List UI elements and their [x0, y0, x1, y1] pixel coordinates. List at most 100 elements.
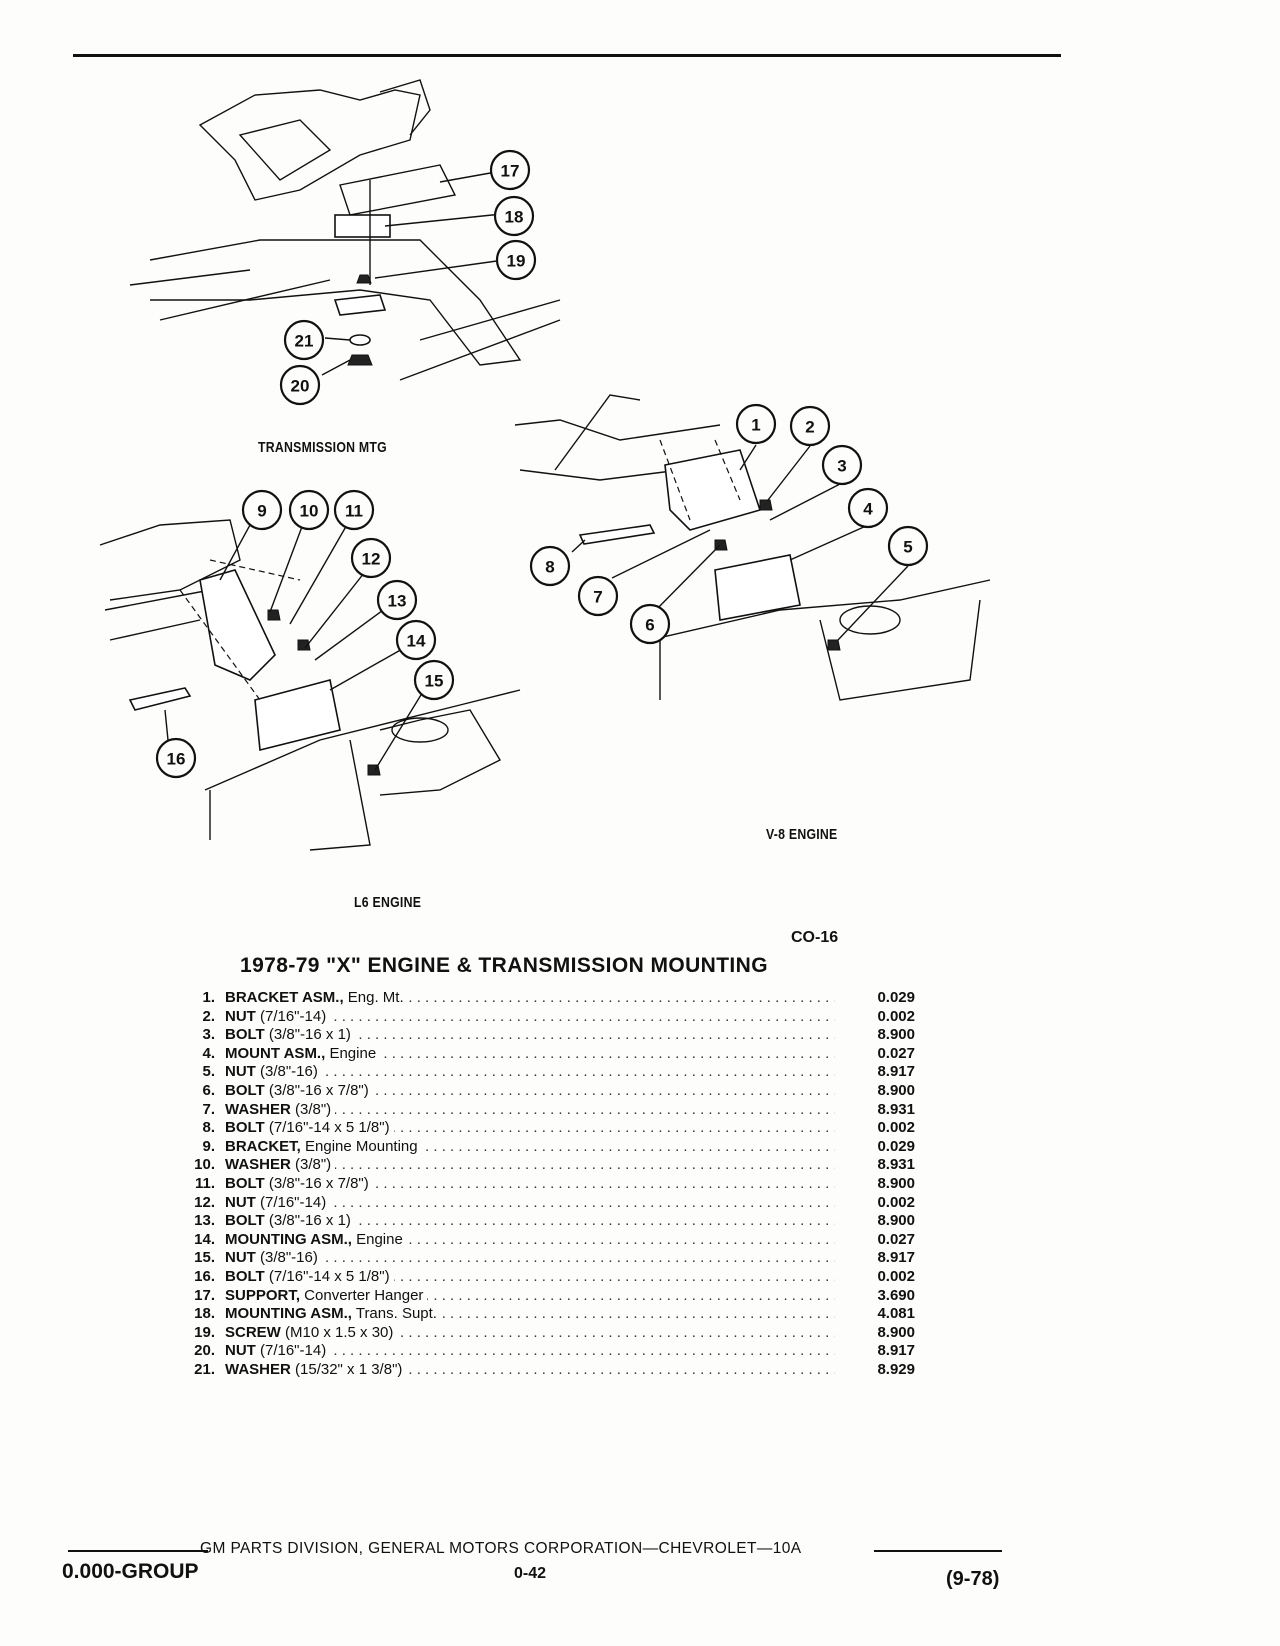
part-description: WASHER (3/8"): [225, 1100, 835, 1120]
part-value: 8.900: [877, 1026, 915, 1044]
callout-2: 2: [789, 405, 831, 447]
part-spec: (7/16"-14): [255, 1193, 327, 1211]
part-spec: (3/8"-16 x 1): [264, 1026, 351, 1044]
callout-10: 10: [288, 489, 330, 531]
part-row: 3.BOLT (3/8"-16 x 1)8.900: [175, 1026, 935, 1045]
svg-text:21: 21: [295, 332, 314, 351]
part-value: 8.900: [877, 1081, 915, 1099]
part-row: 16.BOLT (7/16"-14 x 5 1/8")0.002: [175, 1267, 935, 1287]
part-number: 15.: [194, 1249, 215, 1267]
part-spec: (3/8"-16 x 1): [264, 1212, 351, 1230]
transmission-leader-lines: [321, 171, 505, 376]
svg-text:20: 20: [291, 377, 310, 396]
part-value: 8.931: [877, 1100, 915, 1118]
part-row: 15.NUT (3/8"-16)8.917: [175, 1249, 935, 1268]
part-spec: Eng. Mt.: [343, 989, 404, 1006]
part-name: BOLT: [225, 1026, 265, 1044]
svg-text:1: 1: [751, 416, 760, 435]
svg-text:18: 18: [505, 208, 524, 227]
part-number: 2.: [202, 1007, 215, 1025]
svg-text:19: 19: [507, 252, 526, 271]
part-row: 13.BOLT (3/8"-16 x 1)8.900: [175, 1212, 935, 1231]
part-value: 0.002: [877, 1193, 915, 1211]
part-row: 12. NUT (7/16"-14) 0.002: [175, 1193, 935, 1213]
part-spec: (7/16"-14): [255, 1007, 327, 1025]
part-spec: (3/8"-16 x 7/8"): [264, 1174, 369, 1192]
part-name: BOLT: [225, 1212, 265, 1230]
part-spec: (3/8"): [290, 1156, 332, 1174]
part-spec: Engine Mounting: [300, 1137, 418, 1155]
part-spec: (3/8"): [290, 1100, 332, 1118]
callout-19: 19: [495, 239, 537, 281]
v8-leader-lines: [571, 444, 909, 641]
group-number: 0.000-GROUP: [62, 1560, 199, 1583]
svg-text:3: 3: [837, 457, 846, 476]
part-description: BOLT (7/16"-14 x 5 1/8"): [225, 1267, 835, 1287]
footer-rule-right: [874, 1550, 1002, 1552]
part-name: BRACKET ASM.,: [225, 989, 344, 1006]
part-spec: (7/16"-14 x 5 1/8"): [264, 1119, 390, 1137]
transmission-mtg-caption: TRANSMISSION MTG: [258, 439, 387, 456]
page-number: 0-42: [514, 1565, 547, 1582]
callout-6: 6: [629, 603, 671, 645]
callout-4: 4: [847, 487, 889, 529]
part-row: 2.NUT (7/16"-14)0.002: [175, 1007, 935, 1027]
top-rule: [73, 54, 1061, 57]
part-row: 9.BRACKET, Engine Mounting0.029: [175, 1137, 935, 1157]
part-description: MOUNTING ASM., Engine: [225, 1230, 835, 1250]
part-row: 6. BOLT (3/8"-16 x 7/8") 8.900: [175, 1081, 935, 1101]
v8-engine-drawing: [514, 394, 991, 701]
part-number: 19.: [194, 1323, 215, 1341]
part-description: BOLT (3/8"-16 x 7/8"): [225, 1174, 835, 1194]
part-value: 0.002: [877, 1267, 915, 1285]
part-row: 10.WASHER (3/8")8.931: [175, 1156, 935, 1175]
part-description: BOLT (3/8"-16 x 7/8"): [225, 1081, 835, 1101]
part-name: NUT: [225, 1342, 256, 1360]
svg-text:8: 8: [545, 558, 554, 577]
part-description: NUT (7/16"-14): [225, 1193, 835, 1213]
part-name: WASHER: [225, 1100, 291, 1118]
part-number: 5.: [202, 1063, 215, 1081]
svg-text:2: 2: [805, 418, 814, 437]
part-description: BOLT (7/16"-14 x 5 1/8"): [225, 1119, 835, 1138]
page-title: 1978-79 "X" ENGINE & TRANSMISSION MOUNTI…: [240, 954, 768, 977]
svg-text:16: 16: [167, 750, 186, 769]
part-number: 17.: [194, 1286, 215, 1304]
part-name: BRACKET,: [225, 1137, 301, 1155]
part-value: 0.027: [877, 1230, 915, 1248]
part-row: 1.BRACKET ASM., Eng. Mt.0.029: [175, 989, 935, 1008]
callout-18: 18: [493, 195, 535, 237]
callout-14: 14: [395, 619, 437, 661]
part-name: WASHER: [225, 1360, 291, 1378]
part-number: 6.: [202, 1081, 215, 1099]
part-number: 14.: [194, 1230, 215, 1248]
svg-text:6: 6: [645, 616, 654, 635]
part-name: MOUNT ASM.,: [225, 1044, 326, 1062]
part-name: BOLT: [225, 1174, 265, 1192]
part-description: NUT (7/16"-14): [225, 1007, 835, 1027]
part-spec: (15/32" x 1 3/8"): [290, 1360, 403, 1378]
callout-5: 5: [887, 525, 929, 567]
part-row: 11.BOLT (3/8"-16 x 7/8")8.900: [175, 1174, 935, 1194]
part-name: NUT: [225, 1193, 256, 1211]
part-row: 5.NUT (3/8"-16)8.917: [175, 1063, 935, 1082]
callout-9: 9: [241, 489, 283, 531]
part-name: MOUNTING ASM.,: [225, 1230, 352, 1248]
part-value: 8.917: [877, 1063, 915, 1081]
part-value: 0.002: [877, 1119, 915, 1137]
part-number: 8.: [202, 1119, 215, 1137]
part-description: BRACKET, Engine Mounting: [225, 1137, 835, 1157]
svg-text:11: 11: [345, 502, 363, 521]
part-row: 20.NUT (7/16"-14)8.917: [175, 1342, 935, 1361]
part-description: WASHER (3/8"): [225, 1156, 835, 1175]
callout-21: 21: [283, 319, 325, 361]
part-name: SUPPORT,: [225, 1286, 301, 1304]
part-number: 12.: [194, 1193, 215, 1211]
part-description: MOUNT ASM., Engine: [225, 1044, 835, 1064]
part-description: BOLT (3/8"-16 x 1): [225, 1026, 835, 1045]
part-name: NUT: [225, 1063, 256, 1081]
part-name: NUT: [225, 1249, 256, 1267]
part-row: 4.MOUNT ASM., Engine0.027: [175, 1044, 935, 1064]
part-row: 19.SCREW (M10 x 1.5 x 30)8.900: [175, 1323, 935, 1343]
part-row: 8. BOLT (7/16"-14 x 5 1/8") 0.002: [175, 1119, 935, 1138]
